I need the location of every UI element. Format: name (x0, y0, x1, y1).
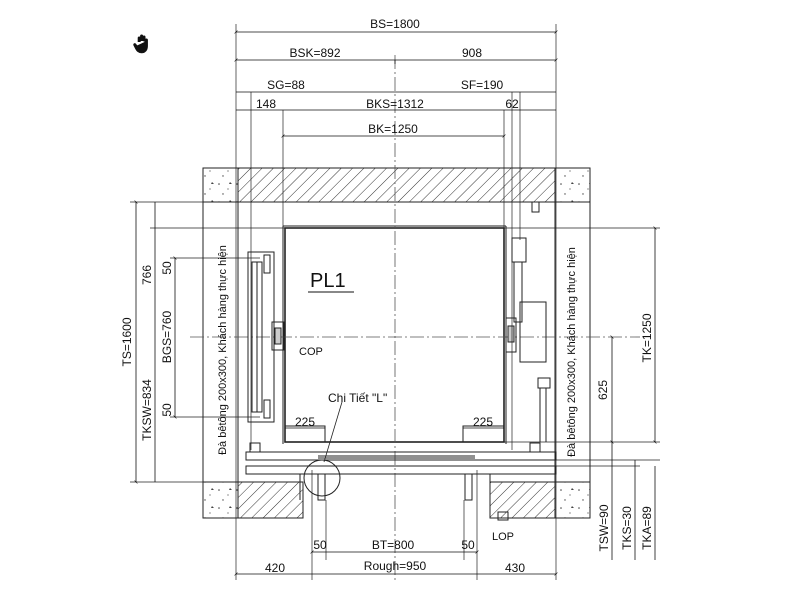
label-50-br: 50 (461, 538, 475, 552)
label-148: 148 (256, 97, 276, 111)
label-430: 430 (505, 561, 525, 575)
dimension-lines (134, 30, 657, 576)
label-bks: BKS=1312 (366, 97, 424, 111)
extension-lines (130, 24, 660, 580)
label-bsk: BSK=892 (289, 46, 340, 60)
label-bsk-rest: 908 (462, 46, 482, 60)
label-lop: LOP (492, 531, 514, 543)
label-766: 766 (140, 265, 154, 285)
label-420: 420 (265, 561, 285, 575)
label-62: 62 (505, 97, 519, 111)
center-lines (190, 55, 640, 580)
left-rail-assembly (247, 251, 285, 423)
label-sg: SG=88 (267, 78, 305, 92)
label-625: 625 (596, 380, 610, 400)
label-225-left: 225 (295, 415, 315, 429)
label-sf: SF=190 (461, 78, 504, 92)
shaft-outline (202, 202, 591, 482)
label-bk: BK=1250 (368, 122, 418, 136)
label-tka: TKA=89 (640, 506, 654, 550)
concrete-beams (237, 167, 556, 519)
label-50-l2: 50 (160, 403, 174, 417)
label-chi-tiet: Chi Tiết "L" (328, 391, 387, 405)
label-wall-right: Đà bêtông 200x300, Khách hàng thực hiện (566, 247, 578, 457)
label-pl1: PL1 (310, 270, 346, 292)
detail-leader (323, 401, 343, 463)
label-wall-left: Đà bêtông 200x300, Khách hàng thực hiện (217, 245, 229, 455)
label-225-right: 225 (473, 415, 493, 429)
label-tsw: TSW=90 (597, 504, 611, 551)
elevator-car (282, 225, 507, 444)
label-tksw: TKSW=834 (140, 379, 154, 441)
label-bgs: BGS=760 (160, 310, 174, 363)
label-50-bl: 50 (313, 538, 327, 552)
dimension-labels: BS=1800 BSK=892 908 SG=88 SF=190 148 BKS… (120, 17, 654, 575)
label-tk: TK=1250 (640, 313, 654, 362)
label-50-l1: 50 (160, 261, 174, 275)
label-tks: TKS=30 (620, 506, 634, 550)
label-rough: Rough=950 (364, 559, 427, 573)
hand-cursor-icon (133, 34, 148, 54)
label-cop: COP (299, 346, 323, 358)
label-bs: BS=1800 (370, 17, 420, 31)
label-bt: BT=800 (372, 538, 415, 552)
label-ts: TS=1600 (120, 317, 134, 366)
right-rail-assembly (505, 201, 551, 442)
